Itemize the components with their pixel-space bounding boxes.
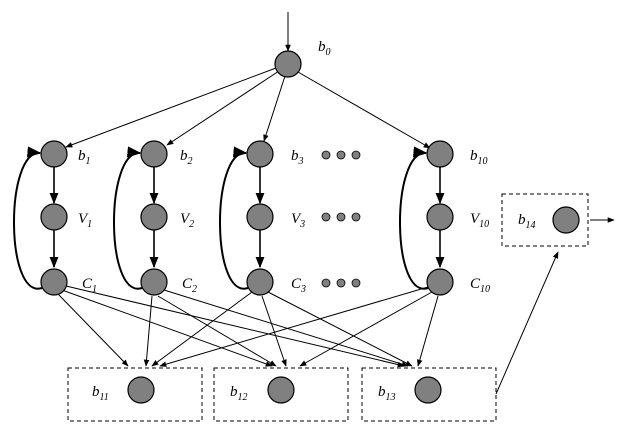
- label-b12: b12: [230, 384, 248, 403]
- node-b0: [274, 50, 302, 78]
- node-c3: [246, 268, 274, 296]
- label-b10: b10: [470, 148, 488, 167]
- label-c1: C1: [82, 276, 97, 295]
- node-b12: [267, 376, 295, 404]
- loop-c10-b10: [399, 146, 429, 290]
- edge-b0-b3: [263, 75, 286, 142]
- label-b14: b14: [518, 212, 536, 231]
- loop-c3-b3: [219, 146, 249, 290]
- edge-b0-b10: [297, 71, 431, 149]
- node-v1: [40, 203, 68, 231]
- ellipsis-row-b: [321, 150, 361, 160]
- label-b11: b11: [92, 384, 109, 403]
- label-v2: V2: [180, 211, 194, 230]
- node-b13: [414, 376, 442, 404]
- box-b12: [213, 367, 349, 422]
- label-v10: V10: [470, 211, 489, 230]
- edge-c1-b12: [61, 289, 273, 367]
- node-b3: [246, 140, 274, 168]
- node-b11: [127, 376, 155, 404]
- label-v1: V1: [78, 211, 92, 230]
- node-b14: [552, 206, 580, 234]
- edge-c10-b13: [417, 295, 439, 367]
- node-b1: [40, 140, 68, 168]
- label-b2: b2: [180, 148, 193, 167]
- box-b11: [67, 367, 203, 422]
- label-b3: b3: [291, 148, 304, 167]
- label-c10: C10: [470, 276, 490, 295]
- node-b2: [140, 140, 168, 168]
- label-b1: b1: [78, 148, 91, 167]
- loop-c1-b1: [13, 146, 43, 290]
- label-c2: C2: [182, 276, 197, 295]
- edge-c3-b11: [151, 291, 253, 367]
- edge-c2-b11: [143, 295, 153, 367]
- label-b0: b0: [318, 39, 331, 58]
- node-v2: [140, 203, 168, 231]
- node-c1: [40, 268, 68, 296]
- edge-c10-b12: [299, 291, 433, 367]
- edge-c3-b13: [267, 291, 413, 367]
- edge-c1-b13: [65, 285, 405, 368]
- edge-b0-b1: [65, 67, 277, 148]
- node-b10: [426, 140, 454, 168]
- label-c3: C3: [291, 276, 306, 295]
- edge-c2-b13: [163, 289, 409, 367]
- node-c2: [140, 268, 168, 296]
- node-c10: [426, 268, 454, 296]
- label-b13: b13: [378, 384, 396, 403]
- edge-c1-b11: [57, 293, 129, 367]
- loop-c2-b2: [113, 146, 143, 290]
- node-v10: [426, 203, 454, 231]
- box-b14: [501, 193, 589, 247]
- ellipsis-row-c: [321, 278, 361, 288]
- label-v3: V3: [291, 211, 305, 230]
- edge-c2-b12: [157, 295, 277, 367]
- edge-b13-b14: [495, 251, 559, 395]
- ellipsis-row-v: [321, 212, 361, 222]
- box-b13: [361, 367, 497, 422]
- node-v3: [246, 203, 274, 231]
- edge-c3-b12: [261, 295, 287, 367]
- edge-c10-b11: [159, 286, 429, 367]
- edge-b0-b2: [166, 70, 280, 146]
